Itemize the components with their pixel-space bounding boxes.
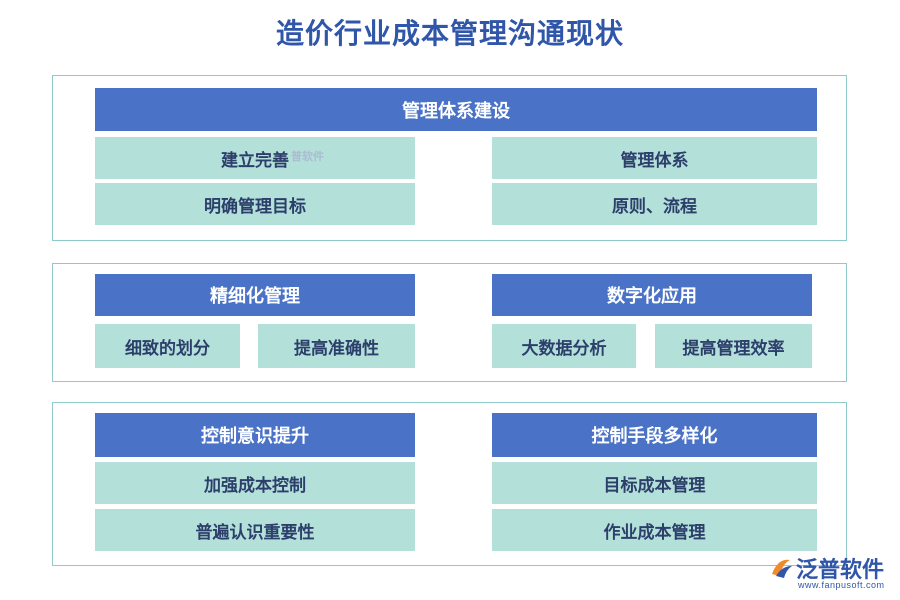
- cell-improve-accuracy: 提高准确性: [258, 324, 415, 368]
- page-title: 造价行业成本管理沟通现状: [275, 18, 624, 49]
- header-digital-application: 数字化应用: [492, 274, 812, 316]
- cell-principles: 原则、流程: [492, 183, 817, 225]
- logo-url: www.fanpusoft.com: [798, 580, 885, 590]
- cell-recognize-importance: 普遍认识重要性: [95, 509, 415, 551]
- header-management-system: 管理体系建设: [95, 88, 817, 131]
- brand-logo: 泛普软件 www.fanpusoft.com: [768, 552, 896, 596]
- cell-improve-efficiency: 提高管理效率: [655, 324, 812, 368]
- cell-target-cost: 目标成本管理: [492, 462, 817, 504]
- cell-activity-cost: 作业成本管理: [492, 509, 817, 551]
- logo-icon: [772, 559, 792, 578]
- cell-strengthen-control: 加强成本控制: [95, 462, 415, 504]
- cell-establish: 建立完善: [95, 137, 415, 179]
- header-control-awareness: 控制意识提升: [95, 413, 415, 457]
- cell-clear-goals: 明确管理目标: [95, 183, 415, 225]
- cell-big-data: 大数据分析: [492, 324, 636, 368]
- header-control-methods: 控制手段多样化: [492, 413, 817, 457]
- logo-name: 泛普软件: [796, 557, 885, 582]
- watermark-text: 普软件: [291, 151, 324, 163]
- cell-system: 管理体系: [492, 137, 817, 179]
- cell-detailed-division: 细致的划分: [95, 324, 240, 368]
- header-refined-management: 精细化管理: [95, 274, 415, 316]
